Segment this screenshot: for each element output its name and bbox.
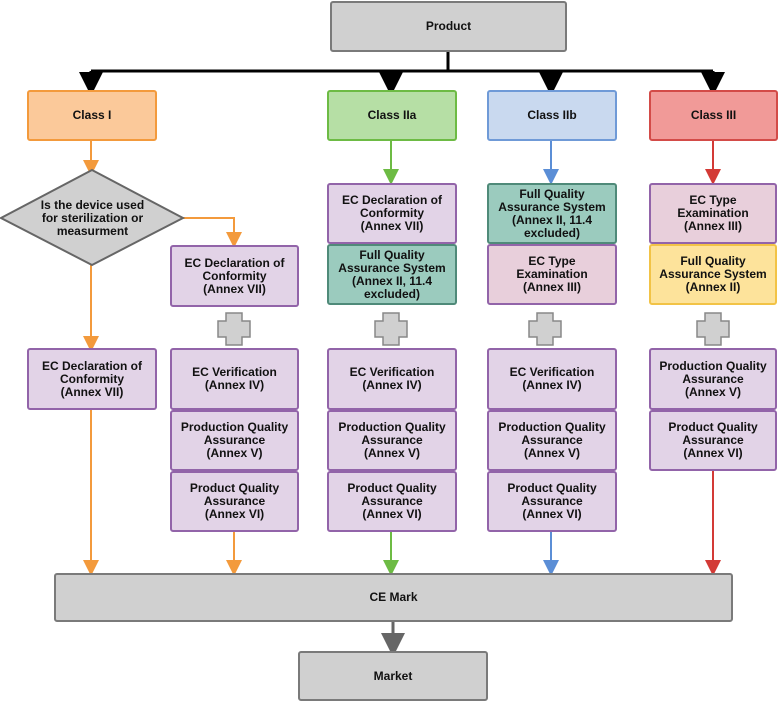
class-i-node: Class I — [27, 90, 157, 141]
plus-icon — [374, 312, 408, 346]
class-iii-production-qa: Production Quality Assurance (Annex V) — [649, 348, 777, 410]
class-iii-ec-type: EC Type Examination (Annex III) — [649, 183, 777, 244]
class-iib-ec-type: EC Type Examination (Annex III) — [487, 244, 617, 305]
class-iia-product-qa: Product Quality Assurance (Annex VI) — [327, 471, 457, 532]
plus-icon — [696, 312, 730, 346]
class-iib-product-qa: Product Quality Assurance (Annex VI) — [487, 471, 617, 532]
plus-icons — [217, 312, 730, 346]
plus-icon — [528, 312, 562, 346]
class-iia-ec-declaration: EC Declaration of Conformity (Annex VII) — [327, 183, 457, 244]
class-iia-full-qa: Full Quality Assurance System (Annex II,… — [327, 244, 457, 305]
class-i-right-ec-declaration: EC Declaration of Conformity (Annex VII) — [170, 245, 299, 307]
market-node: Market — [298, 651, 488, 701]
product-node: Product — [330, 1, 567, 52]
class-iii-full-qa: Full Quality Assurance System (Annex II) — [649, 244, 777, 305]
class-iia-production-qa: Production Quality Assurance (Annex V) — [327, 410, 457, 471]
class-iia-ec-verification: EC Verification (Annex IV) — [327, 348, 457, 410]
product-fanout-arrows — [79, 52, 725, 96]
class-i-ec-verification: EC Verification (Annex IV) — [170, 348, 299, 410]
class-iib-node: Class IIb — [487, 90, 617, 141]
ce-mark-node: CE Mark — [54, 573, 733, 622]
class-i-production-qa: Production Quality Assurance (Annex V) — [170, 410, 299, 471]
class-i-product-qa: Product Quality Assurance (Annex VI) — [170, 471, 299, 532]
plus-icon — [217, 312, 251, 346]
decision-diamond — [0, 168, 186, 267]
decision-question: Is the device used for sterilization or … — [40, 198, 145, 238]
class-iib-ec-verification: EC Verification (Annex IV) — [487, 348, 617, 410]
class-i-ec-declaration: EC Declaration of Conformity (Annex VII) — [27, 348, 157, 410]
class-i-arrows — [83, 141, 242, 576]
class-iib-production-qa: Production Quality Assurance (Annex V) — [487, 410, 617, 471]
class-iia-node: Class IIa — [327, 90, 457, 141]
class-iii-product-qa: Product Quality Assurance (Annex VI) — [649, 410, 777, 471]
class-iib-full-qa: Full Quality Assurance System (Annex II,… — [487, 183, 617, 244]
class-iii-node: Class III — [649, 90, 778, 141]
